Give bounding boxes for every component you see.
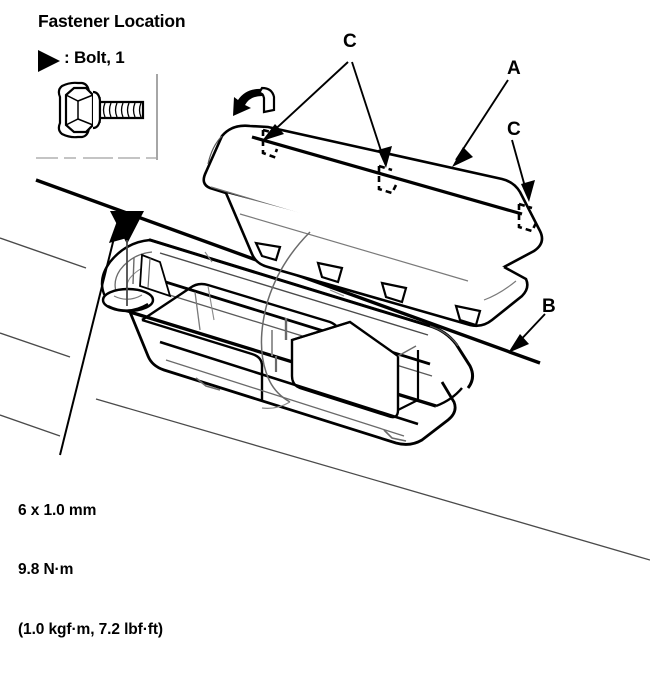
callout-leader-b — [508, 313, 546, 353]
console-lid — [202, 124, 544, 328]
bolt-hole — [101, 287, 155, 313]
callout-leader-c-left — [262, 61, 349, 141]
hex-flange-bolt-icon — [57, 81, 145, 139]
detach-arrow-icon — [233, 86, 276, 116]
legend-bolt-label: : Bolt, 1 — [64, 48, 125, 67]
fastener-location-diagram — [0, 50, 650, 561]
legend-box — [36, 74, 158, 160]
page-title: Fastener Location — [38, 11, 186, 31]
torque-size: 6 x 1.0 mm — [18, 501, 97, 519]
lid-clip-center — [377, 164, 398, 195]
callout-leader-c-center — [351, 61, 392, 168]
legend-triangle-icon — [38, 50, 60, 72]
callout-leader-c-right — [511, 139, 535, 202]
lid-clip-right — [517, 202, 538, 233]
torque-nm: 9.8 N·m — [18, 561, 74, 579]
callout-label-c-right: C — [507, 119, 521, 140]
torque-spec-block: 6 x 1.0 mm 9.8 N·m (1.0 kgf·m, 7.2 lbf·f… — [18, 461, 163, 679]
callout-leader-a — [452, 79, 509, 167]
torque-alt: (1.0 kgf·m, 7.2 lbf·ft) — [18, 620, 163, 638]
figure-page: Fastener Location : Bolt, 1 C A C B 6 x … — [0, 11, 650, 638]
callout-label-a: A — [507, 58, 521, 79]
bolt-location-marker — [110, 211, 144, 306]
torque-leader-line — [59, 221, 127, 456]
callout-label-c-top: C — [343, 31, 357, 52]
callout-label-b: B — [542, 296, 556, 317]
